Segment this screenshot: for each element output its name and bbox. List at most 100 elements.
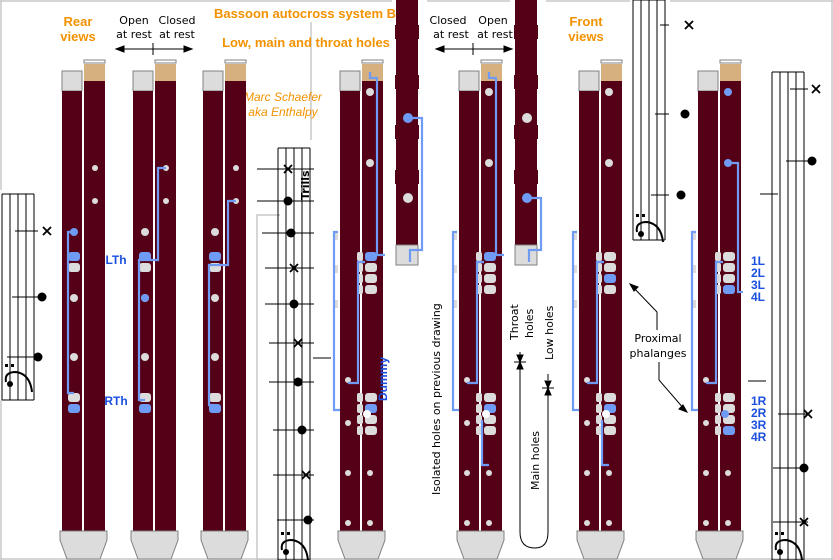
finger-label-1L: 1L: [751, 254, 765, 268]
main-holes-label: Main holes: [529, 431, 542, 490]
tone-hole: [703, 470, 709, 476]
wing-joint: [698, 91, 718, 531]
finger-labels-right: 1R 2R 3R 4R: [751, 394, 767, 444]
side-key: [715, 252, 721, 261]
bass-hole: [403, 193, 413, 203]
key-plate: [365, 285, 377, 294]
tone-hole: [464, 470, 470, 476]
key-plate: [209, 393, 221, 402]
tone-hole: [725, 470, 731, 476]
key-plate: [723, 285, 735, 294]
cork-tenon: [601, 64, 622, 81]
front-view-bassoon-2: [451, 59, 505, 560]
tone-hole: [345, 377, 351, 383]
key-plate: [484, 274, 496, 283]
x-notehead: [803, 409, 813, 419]
long-joint: [720, 81, 741, 531]
clef-dot: [777, 549, 783, 555]
clef-dot: [775, 532, 778, 535]
cork-tenon: [481, 64, 502, 81]
key-plate: [68, 393, 80, 402]
low-rod: [690, 230, 698, 412]
side-key: [596, 426, 602, 435]
ring-key: [602, 410, 610, 418]
right-double-arrow-icon: [434, 43, 514, 55]
throat-key: [453, 300, 457, 308]
x-notehead: [301, 470, 311, 480]
tone-hole: [605, 88, 613, 96]
rear-hole: [163, 198, 169, 204]
side-key: [596, 252, 602, 261]
page-title: Bassoon autocross system B: [214, 6, 396, 21]
rear-hole: [92, 198, 98, 204]
cork-tenon: [84, 64, 105, 81]
side-key: [596, 415, 602, 424]
side-key: [357, 415, 363, 424]
side-key: [357, 393, 363, 402]
ring-key: [363, 410, 371, 418]
key-plate: [484, 252, 496, 261]
x-notehead: [799, 517, 809, 527]
key-plate: [604, 393, 616, 402]
finger-label-3R: 3R: [751, 418, 767, 432]
key-plate: [365, 274, 377, 283]
wing-joint: [579, 91, 599, 531]
throat-rod: [487, 72, 504, 257]
notehead: [293, 377, 303, 387]
thumb-hole: [211, 228, 219, 236]
low-rod: [451, 230, 459, 412]
tone-hole: [367, 520, 373, 526]
key-plate: [484, 263, 496, 272]
right-arrow-open-2: at rest: [477, 28, 513, 41]
x-notehead: [811, 84, 821, 94]
key-plate: [365, 393, 377, 402]
isolated-bass-joint-1: [395, 0, 424, 266]
bass-clef-icon: [774, 532, 803, 560]
isolated-holes-label: Isolated holes on previous drawing: [430, 303, 443, 495]
left-arrow-closed-1: Closed: [159, 14, 196, 27]
key-plate: [484, 426, 496, 435]
key-plate: [68, 252, 80, 261]
rear-views-label-2: views: [60, 29, 95, 44]
low-holes-label: Low holes: [543, 305, 556, 360]
bass-clef-icon: [635, 214, 664, 243]
right-arrow-closed-1: Closed: [430, 14, 467, 27]
tone-hole: [464, 420, 470, 426]
clef-dot: [781, 532, 784, 535]
tone-hole: [464, 377, 470, 383]
crown-ring: [480, 59, 503, 64]
wing-joint: [340, 91, 360, 531]
throat-key: [573, 300, 577, 308]
bass-ring: [514, 25, 538, 39]
notehead: [676, 190, 686, 200]
clef-curve: [774, 538, 803, 560]
staff-rear: [1, 193, 52, 401]
rear-views-label-1: Rear: [64, 14, 93, 29]
key-plate: [723, 252, 735, 261]
bass-rod: [527, 196, 543, 262]
crown-ring: [154, 59, 177, 64]
clef-dot: [7, 381, 13, 387]
cork-tenon: [225, 64, 246, 81]
x-notehead: [42, 226, 52, 236]
notehead: [303, 515, 313, 525]
ring-key: [721, 410, 729, 418]
left-double-arrow-icon: [114, 43, 194, 55]
tone-hole: [367, 470, 373, 476]
main-rod: [587, 260, 604, 385]
wing-joint: [62, 91, 82, 531]
tone-hole: [485, 159, 493, 167]
side-key: [596, 393, 602, 402]
holes-range-brackets: [514, 352, 554, 549]
bass-ring: [514, 125, 538, 139]
thumb-rod: [137, 166, 166, 402]
x-notehead: [684, 20, 694, 30]
key-plate: [365, 426, 377, 435]
throat-key: [692, 232, 696, 240]
throat-key: [334, 300, 338, 308]
notehead: [799, 463, 809, 473]
tone-hole: [70, 294, 78, 302]
tone-hole: [345, 520, 351, 526]
notehead: [807, 156, 817, 166]
wing-cap: [697, 70, 719, 92]
